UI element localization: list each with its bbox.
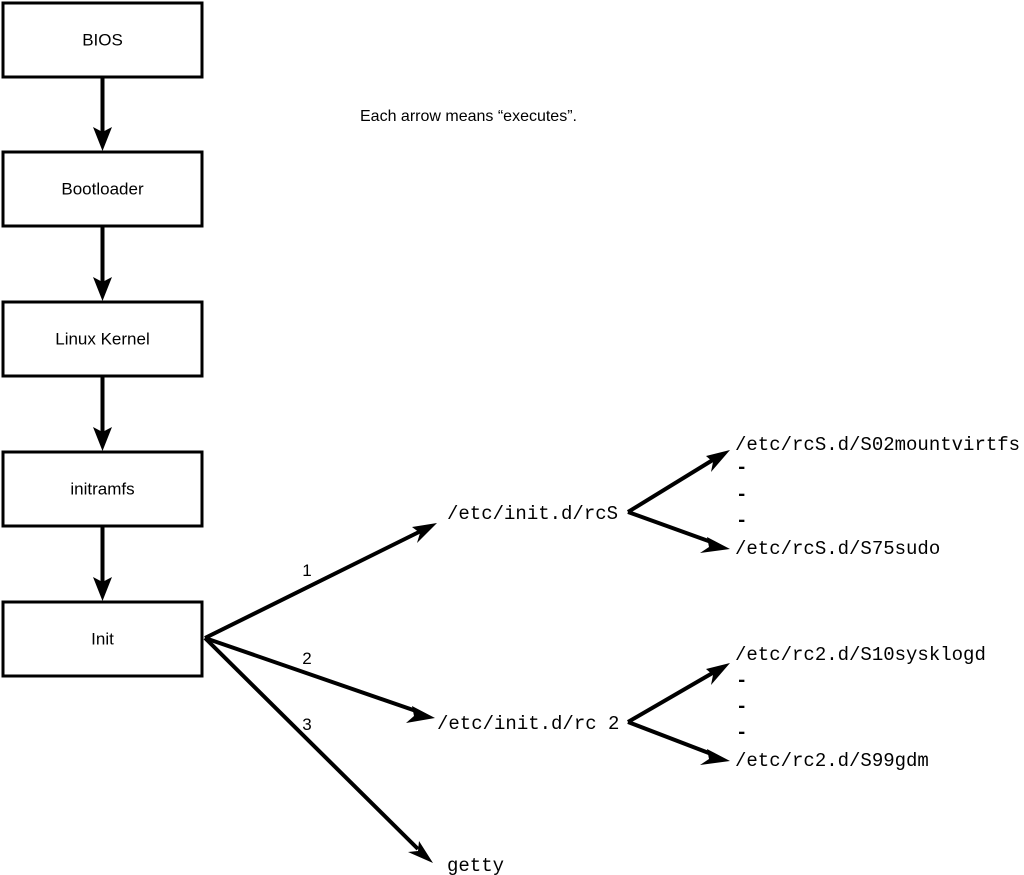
- ellipsis-dash-rcs-1: -: [736, 457, 747, 479]
- arrowhead: [406, 706, 435, 723]
- node-label-rc2[interactable]: /etc/init.d/rc 2: [437, 713, 619, 735]
- arrowhead: [408, 841, 433, 863]
- arrowhead: [700, 749, 730, 765]
- script-label-rc2-first[interactable]: /etc/rc2.d/S10sysklogd: [735, 644, 986, 666]
- arrow-init-to-rc2: 2: [204, 636, 435, 723]
- node-bootloader[interactable]: Bootloader: [1, 150, 204, 228]
- arrow-init-to-rcs: 1: [204, 523, 437, 640]
- edge-number-3: 3: [302, 715, 311, 734]
- ellipsis-dash-rc2-2: -: [736, 696, 747, 718]
- node-initramfs[interactable]: initramfs: [1, 450, 204, 528]
- ellipsis-dash-rcs-3: -: [736, 510, 747, 532]
- init-box[interactable]: [1, 600, 204, 678]
- arrow-kernel-to-initramfs: [93, 376, 112, 451]
- arrowhead: [93, 577, 112, 601]
- node-linux-kernel[interactable]: Linux Kernel: [1, 300, 204, 378]
- node-label-getty[interactable]: getty: [447, 855, 504, 875]
- caption: Each arrow means “executes”.: [360, 108, 577, 125]
- node-init[interactable]: Init: [1, 600, 204, 678]
- arrowhead: [706, 663, 730, 685]
- arrowhead: [93, 277, 112, 301]
- node-label-rcs[interactable]: /etc/init.d/rcS: [447, 503, 618, 525]
- arrowhead: [93, 427, 112, 451]
- initramfs-label: initramfs: [70, 479, 134, 498]
- script-label-rc2-last[interactable]: /etc/rc2.d/S99gdm: [735, 750, 929, 772]
- arrowhead: [706, 450, 730, 472]
- init-label: Init: [91, 629, 114, 648]
- edge-number-1: 1: [302, 561, 311, 580]
- bios-box[interactable]: [1, 1, 204, 79]
- bootloader-box[interactable]: [1, 150, 204, 228]
- ellipsis-dash-rc2-3: -: [736, 722, 747, 744]
- arrow-rc2-to-last-script: [627, 720, 730, 765]
- arrow-bootloader-to-kernel: [93, 226, 112, 301]
- ellipsis-dash-rcs-2: -: [736, 484, 747, 506]
- arrow-bios-to-bootloader: [93, 77, 112, 151]
- script-label-rcs-first[interactable]: /etc/rcS.d/S02mountvirtfs: [735, 434, 1020, 456]
- arrowhead: [412, 523, 437, 543]
- arrowhead: [700, 537, 730, 553]
- linux-kernel-label: Linux Kernel: [55, 329, 150, 348]
- arrow-init-to-getty: 3: [203, 636, 433, 863]
- edge-number-2: 2: [302, 649, 311, 668]
- arrow-rc2-to-first-script: [626, 663, 730, 724]
- arrow-initramfs-to-init: [93, 526, 112, 601]
- arrowhead: [93, 127, 112, 151]
- bios-label: BIOS: [82, 30, 123, 49]
- initramfs-box[interactable]: [1, 450, 204, 528]
- bootloader-label: Bootloader: [61, 179, 144, 198]
- ellipsis-dash-rc2-1: -: [736, 670, 747, 692]
- node-bios[interactable]: BIOS: [1, 1, 204, 79]
- script-label-rcs-last[interactable]: /etc/rcS.d/S75sudo: [735, 538, 940, 560]
- arrow-rcs-to-last-script: [627, 510, 730, 553]
- arrow-rcs-to-first-script: [626, 450, 730, 514]
